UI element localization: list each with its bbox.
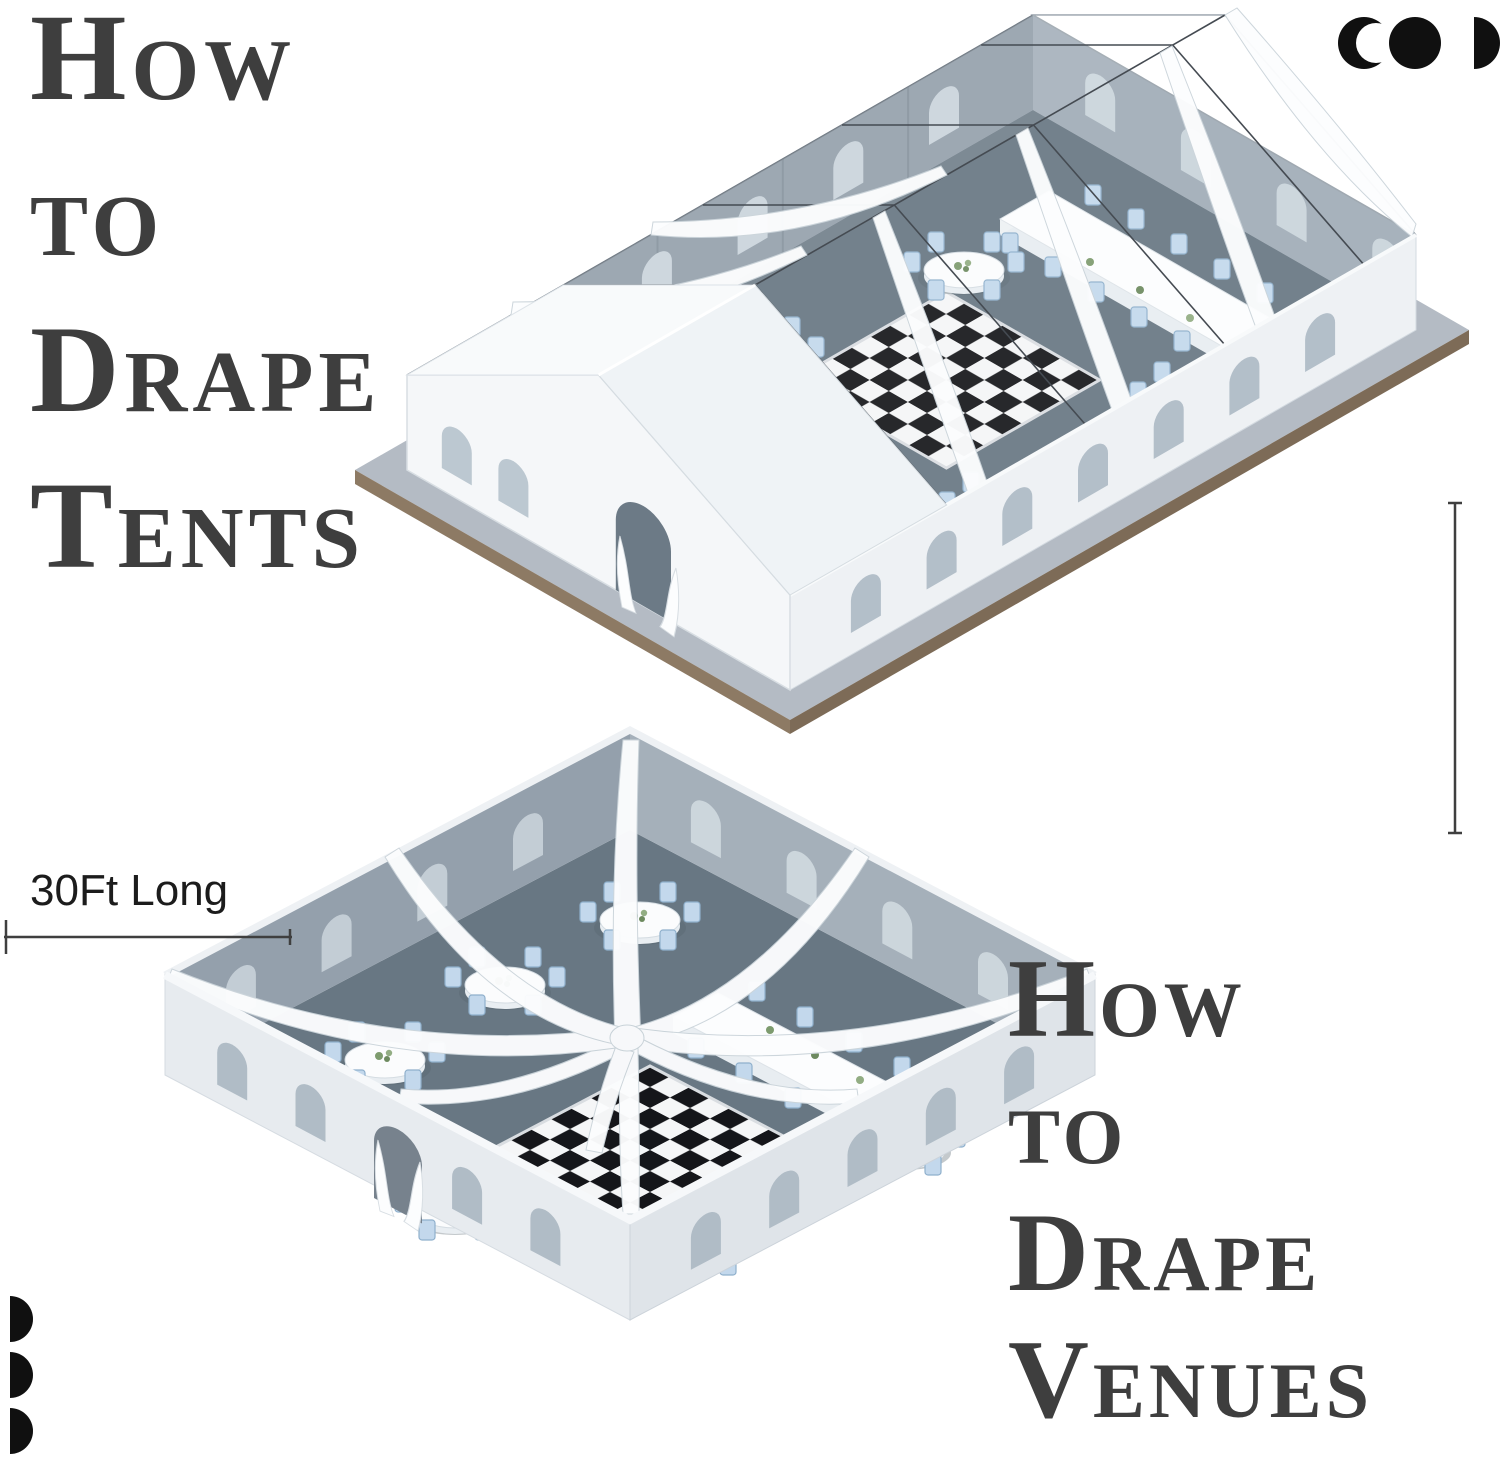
heading-line: to: [1008, 1064, 1128, 1188]
venue-back-rim: [163, 726, 1097, 979]
venue-back-left-wall: [165, 730, 630, 1075]
half-disc-icon: [1474, 17, 1500, 69]
heading-line: Drape: [1008, 1191, 1322, 1315]
venue-back-right-wall: [630, 730, 1095, 1075]
heading-line: How: [30, 0, 297, 126]
dimension-lines: [4, 501, 1462, 954]
heading-line: Venues: [1008, 1318, 1373, 1442]
drape-knot: [609, 1024, 645, 1052]
half-disc-icon: [10, 1352, 33, 1398]
length-dimension-label: 30Ft Long: [30, 866, 229, 915]
circle-icon: [1389, 17, 1441, 69]
length-dimension-line: [4, 920, 292, 954]
tent-roof-panels: [405, 283, 948, 596]
heading-line: to: [30, 145, 165, 282]
venue-ceiling-drapes: [166, 739, 1093, 1215]
logo-mark-top-right: [1338, 17, 1500, 69]
heading-line: How: [1008, 937, 1246, 1061]
logo-mark-bottom-left: [10, 1296, 33, 1454]
heading-how-to-drape-venues: How to Drape Venues: [1008, 936, 1373, 1444]
half-disc-icon: [10, 1296, 33, 1342]
heading-line: Tents: [30, 457, 365, 594]
height-dimension-line: [1448, 501, 1462, 835]
tent-illustration: [355, 7, 1469, 734]
half-disc-icon: [10, 1408, 33, 1454]
heading-how-to-drape-tents: How to Drape Tents: [30, 0, 381, 604]
heading-line: Drape: [30, 301, 382, 438]
venue-front-rim: [163, 971, 1097, 1225]
venue-illustration: [163, 726, 1097, 1321]
